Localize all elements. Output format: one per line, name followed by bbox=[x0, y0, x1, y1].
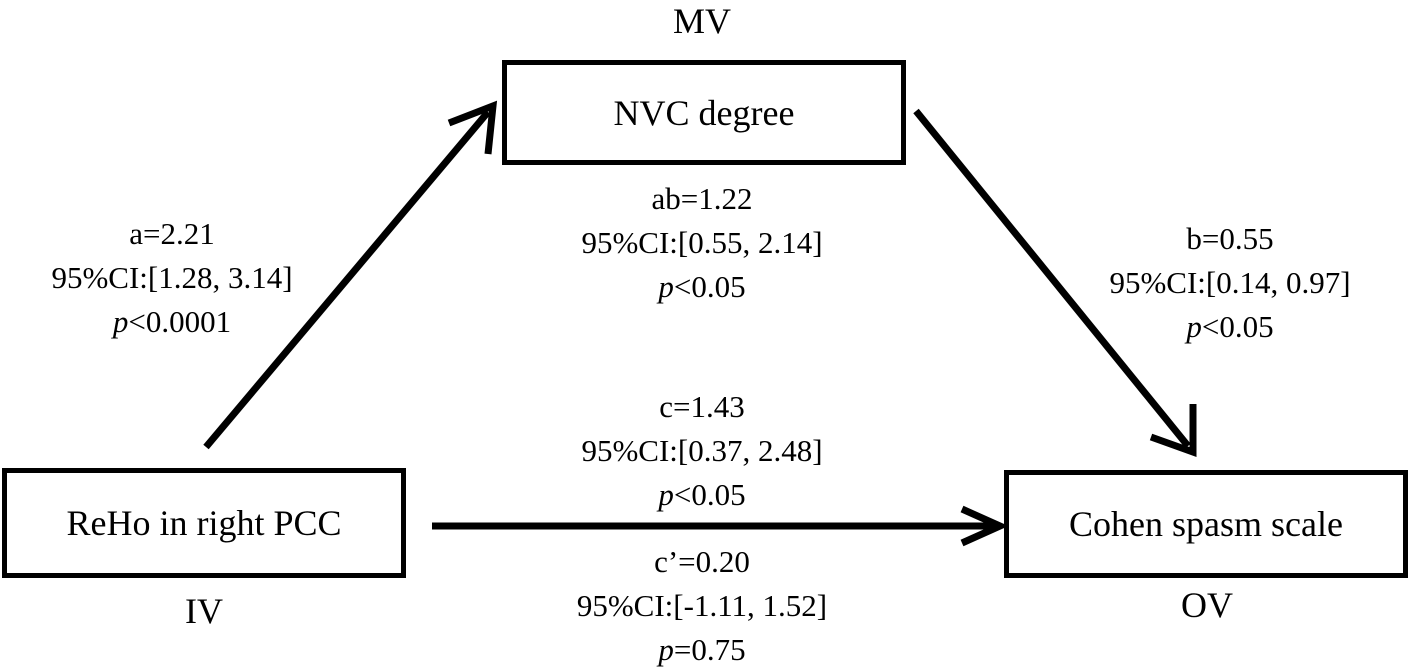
outcome-label: Cohen spasm scale bbox=[1069, 504, 1343, 544]
path-a-stats: a=2.21 95%CI:[1.28, 3.14] p<0.0001 bbox=[0, 212, 372, 344]
path-c-coef: c=1.43 bbox=[659, 389, 745, 424]
path-c-p-value: <0.05 bbox=[673, 477, 746, 512]
mediator-role-label: MV bbox=[672, 1, 731, 41]
path-ab-p-symbol: p bbox=[658, 269, 674, 304]
path-c-prime-coef: c’=0.20 bbox=[654, 544, 750, 579]
arrowhead-c bbox=[960, 505, 1009, 547]
path-c-prime-p-value: =0.75 bbox=[673, 632, 746, 667]
path-ab-stats: ab=1.22 95%CI:[0.55, 2.14] p<0.05 bbox=[502, 177, 902, 309]
path-c-prime-p-symbol: p bbox=[658, 632, 674, 667]
path-c-p: p<0.05 bbox=[502, 473, 902, 517]
independent-label: ReHo in right PCC bbox=[66, 503, 342, 543]
path-c-prime-ci: 95%CI:[-1.11, 1.52] bbox=[576, 588, 828, 623]
path-b-p-symbol: p bbox=[1186, 309, 1202, 344]
path-c-p-symbol: p bbox=[658, 477, 674, 512]
path-b-ci: 95%CI:[0.14, 0.97] bbox=[1109, 265, 1351, 300]
path-c-prime-p: p=0.75 bbox=[502, 628, 902, 672]
path-b-p-value: <0.05 bbox=[1201, 309, 1274, 344]
path-ab-p-value: <0.05 bbox=[673, 269, 746, 304]
path-a-p-value: <0.0001 bbox=[128, 304, 232, 339]
arrowhead-a bbox=[447, 100, 498, 155]
path-ab-coef: ab=1.22 bbox=[651, 181, 753, 216]
path-a-ci: 95%CI:[1.28, 3.14] bbox=[51, 260, 293, 295]
outcome-box: Cohen spasm scale bbox=[1004, 470, 1408, 578]
independent-box: ReHo in right PCC bbox=[2, 468, 406, 578]
path-a-p-symbol: p bbox=[112, 304, 129, 339]
path-b-coef: b=0.55 bbox=[1186, 221, 1274, 256]
arrow-b bbox=[913, 108, 1191, 449]
arrow-a bbox=[203, 109, 491, 450]
path-ab-p: p<0.05 bbox=[502, 265, 902, 309]
arrowhead-b bbox=[1149, 404, 1197, 457]
independent-role-label: IV bbox=[185, 591, 223, 631]
path-b-p: p<0.05 bbox=[1030, 305, 1410, 349]
path-c-prime-stats: c’=0.20 95%CI:[-1.11, 1.52] p=0.75 bbox=[502, 540, 902, 672]
path-a-coef: a=2.21 bbox=[129, 216, 215, 251]
mediator-box: NVC degree bbox=[502, 60, 906, 165]
path-c-stats: c=1.43 95%CI:[0.37, 2.48] p<0.05 bbox=[502, 385, 902, 517]
outcome-role-label: OV bbox=[1181, 585, 1233, 625]
path-a-p: p<0.0001 bbox=[0, 300, 372, 344]
mediator-label: NVC degree bbox=[613, 92, 795, 133]
path-b-stats: b=0.55 95%CI:[0.14, 0.97] p<0.05 bbox=[1030, 217, 1410, 349]
path-c-ci: 95%CI:[0.37, 2.48] bbox=[581, 433, 823, 468]
path-ab-ci: 95%CI:[0.55, 2.14] bbox=[581, 225, 823, 260]
